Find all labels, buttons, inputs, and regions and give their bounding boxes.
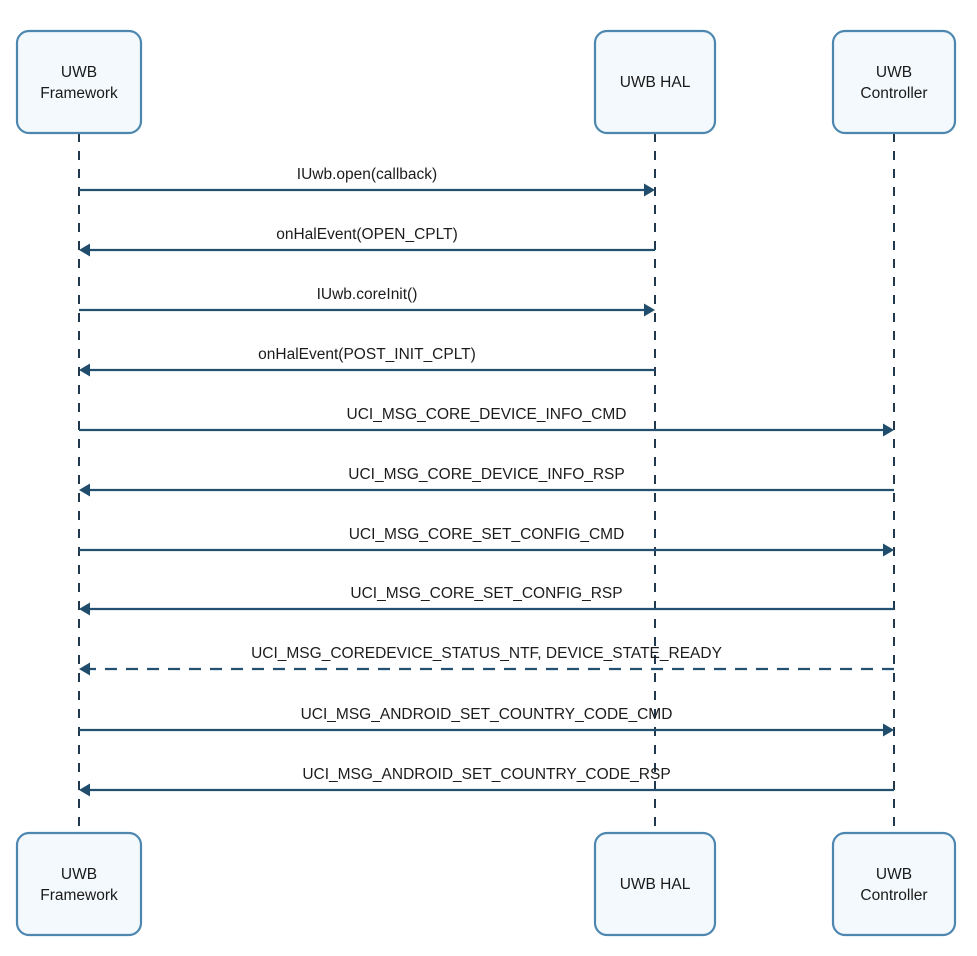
message-0[interactable]: IUwb.open(callback)	[79, 166, 655, 197]
participant-framework-bottom[interactable]: UWB Framework	[15, 831, 143, 937]
message-label: UCI_MSG_CORE_SET_CONFIG_CMD	[349, 526, 625, 543]
message-7[interactable]: UCI_MSG_CORE_SET_CONFIG_RSP	[79, 585, 894, 616]
message-label: onHalEvent(OPEN_CPLT)	[276, 226, 457, 243]
message-label: IUwb.coreInit()	[317, 286, 418, 303]
message-label: IUwb.open(callback)	[297, 166, 437, 183]
arrow-head-icon	[883, 423, 894, 437]
message-2[interactable]: IUwb.coreInit()	[79, 286, 655, 317]
participant-label-line1: UWB HAL	[620, 74, 691, 91]
participant-framework-top[interactable]: UWB Framework	[15, 29, 143, 135]
message-label: UCI_MSG_CORE_SET_CONFIG_RSP	[350, 585, 622, 602]
message-label: UCI_MSG_ANDROID_SET_COUNTRY_CODE_CMD	[301, 706, 673, 723]
arrow-head-icon	[883, 543, 894, 557]
participant-label-line1: UWB	[876, 64, 912, 81]
message-label: UCI_MSG_COREDEVICE_STATUS_NTF, DEVICE_ST…	[251, 645, 722, 662]
arrow-head-icon	[79, 483, 90, 497]
message-5[interactable]: UCI_MSG_CORE_DEVICE_INFO_RSP	[79, 466, 894, 497]
participant-controller-top[interactable]: UWB Controller	[831, 29, 957, 135]
participant-label-line1: UWB HAL	[620, 876, 691, 893]
participant-box-shape	[15, 831, 143, 937]
message-3[interactable]: onHalEvent(POST_INIT_CPLT)	[79, 346, 655, 377]
arrow-head-icon	[79, 363, 90, 377]
message-label: UCI_MSG_CORE_DEVICE_INFO_CMD	[347, 406, 627, 423]
participant-box-shape	[593, 831, 717, 937]
message-4[interactable]: UCI_MSG_CORE_DEVICE_INFO_CMD	[79, 406, 894, 437]
participant-label-line1: UWB	[61, 866, 97, 883]
participant-label-line1: UWB	[61, 64, 97, 81]
messages-layer: IUwb.open(callback) onHalEvent(OPEN_CPLT)…	[79, 166, 894, 797]
participant-box-shape	[593, 29, 717, 135]
lifelines-layer	[78, 133, 895, 833]
message-8[interactable]: UCI_MSG_COREDEVICE_STATUS_NTF, DEVICE_ST…	[79, 645, 894, 676]
message-6[interactable]: UCI_MSG_CORE_SET_CONFIG_CMD	[79, 526, 894, 557]
participant-controller-bottom[interactable]: UWB Controller	[831, 831, 957, 937]
arrow-head-icon	[79, 243, 90, 257]
message-label: UCI_MSG_CORE_DEVICE_INFO_RSP	[348, 466, 625, 483]
participant-label-line1: UWB	[876, 866, 912, 883]
arrow-head-icon	[79, 662, 90, 676]
participant-label-line2: Controller	[860, 85, 927, 102]
participant-label-line2: Framework	[40, 887, 118, 904]
participant-box-shape	[831, 831, 957, 937]
participant-hal-bottom[interactable]: UWB HAL	[593, 831, 717, 937]
participant-box-shape	[831, 29, 957, 135]
message-label: onHalEvent(POST_INIT_CPLT)	[258, 346, 476, 363]
arrow-head-icon	[79, 783, 90, 797]
arrow-head-icon	[644, 183, 655, 197]
arrow-head-icon	[644, 303, 655, 317]
arrow-head-icon	[883, 723, 894, 737]
message-10[interactable]: UCI_MSG_ANDROID_SET_COUNTRY_CODE_RSP	[79, 766, 894, 797]
participant-box-shape	[15, 29, 143, 135]
participant-label-line2: Framework	[40, 85, 118, 102]
participant-hal-top[interactable]: UWB HAL	[593, 29, 717, 135]
message-label: UCI_MSG_ANDROID_SET_COUNTRY_CODE_RSP	[302, 766, 670, 783]
message-9[interactable]: UCI_MSG_ANDROID_SET_COUNTRY_CODE_CMD	[79, 706, 894, 737]
message-1[interactable]: onHalEvent(OPEN_CPLT)	[79, 226, 655, 257]
arrow-head-icon	[79, 602, 90, 616]
participant-label-line2: Controller	[860, 887, 927, 904]
